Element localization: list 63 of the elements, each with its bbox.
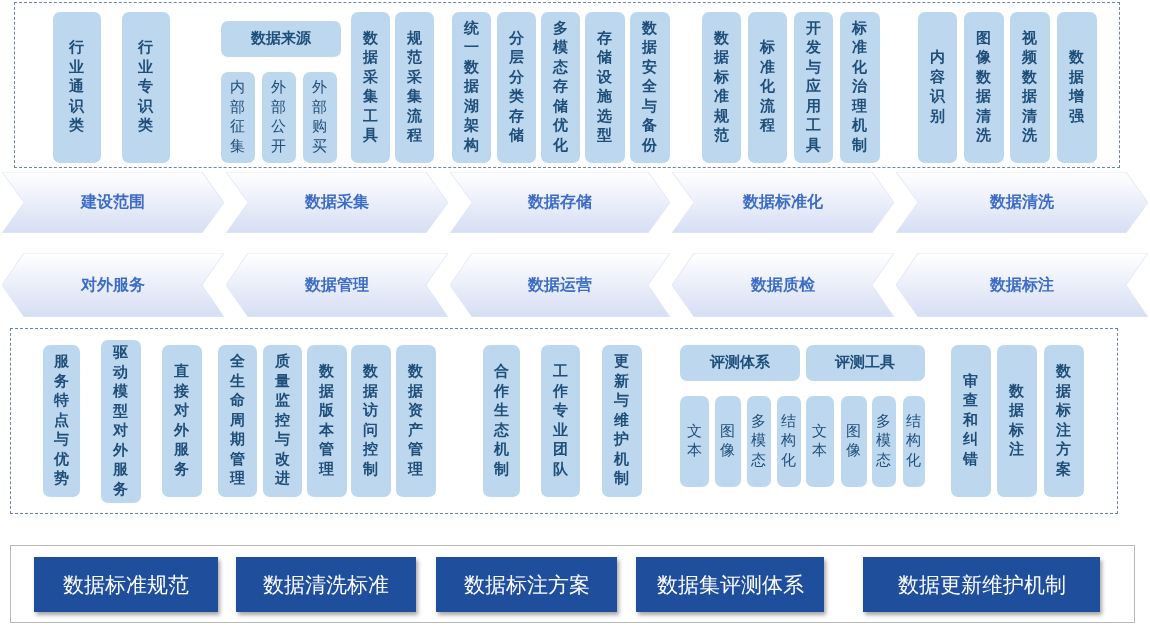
header-pill: 评测工具 <box>805 344 925 381</box>
label-pill: 数据标准规范 <box>701 11 741 163</box>
label-pill: 更新与维护机制 <box>601 344 642 497</box>
label-pill: 内部征集 <box>220 71 255 163</box>
process-step: 建设范围 <box>2 172 224 233</box>
label-pill: 分层分类存储 <box>496 11 536 163</box>
label-pill: 服务特点与优势 <box>42 344 80 497</box>
label-pill: 多模态存储优化 <box>540 11 580 163</box>
label-pill: 内容识别 <box>917 11 957 163</box>
process-step: 数据运营 <box>450 253 670 317</box>
process-step: 数据管理 <box>226 253 448 317</box>
standard-box: 数据标注方案 <box>436 557 617 612</box>
label-pill: 图像 <box>714 395 741 487</box>
dashed-panel <box>10 328 1118 514</box>
frame-box <box>10 545 1135 623</box>
process-step: 数据标准化 <box>672 172 894 233</box>
dashed-panel <box>14 2 1120 168</box>
process-step: 数据采集 <box>226 172 448 233</box>
label-pill: 外部购买 <box>302 71 337 163</box>
label-pill: 工作专业团队 <box>540 344 580 497</box>
label-pill: 文本 <box>805 395 834 487</box>
label-pill: 图像 <box>840 395 867 487</box>
label-pill: 标准化流程 <box>747 11 787 163</box>
label-pill: 审查和纠错 <box>950 344 991 497</box>
label-pill: 规范采集流程 <box>394 11 434 163</box>
label-pill: 视频数据清洗 <box>1009 11 1050 163</box>
label-pill: 数据资产管理 <box>395 344 436 497</box>
label-pill: 存储设施选型 <box>584 11 625 163</box>
label-pill: 行业专识类 <box>121 11 170 163</box>
header-pill: 数据来源 <box>220 20 341 57</box>
label-pill: 外部公开 <box>261 71 296 163</box>
header-pill: 评测体系 <box>679 344 800 381</box>
label-pill: 多模态 <box>871 395 896 487</box>
standard-box: 数据标准规范 <box>34 557 218 612</box>
standard-box: 数据更新维护机制 <box>863 557 1100 612</box>
process-step: 对外服务 <box>2 253 224 317</box>
label-pill: 开发与应用工具 <box>793 11 833 163</box>
process-step: 数据存储 <box>450 172 670 233</box>
label-pill: 文本 <box>679 395 709 487</box>
process-step: 数据标注 <box>896 253 1148 317</box>
label-pill: 数据标注方案 <box>1043 344 1084 497</box>
label-pill: 结构化 <box>776 395 801 487</box>
label-pill: 数据采集工具 <box>350 11 390 163</box>
process-step: 数据清洗 <box>896 172 1148 233</box>
label-pill: 全生命周期管理 <box>217 344 257 497</box>
label-pill: 数据版本管理 <box>306 344 347 497</box>
standard-box: 数据清洗标准 <box>236 557 416 612</box>
label-pill: 统一数据湖架构 <box>451 11 491 163</box>
label-pill: 直接对外服务 <box>161 344 202 497</box>
process-step: 数据质检 <box>672 253 894 317</box>
label-pill: 数据访问控制 <box>350 344 391 497</box>
label-pill: 数据增强 <box>1056 11 1097 163</box>
label-pill: 数据安全与备份 <box>629 11 670 163</box>
label-pill: 驱动模型对外服务 <box>100 339 141 503</box>
label-pill: 标准化治理机制 <box>839 11 880 163</box>
label-pill: 数据标注 <box>996 344 1037 497</box>
label-pill: 结构化 <box>902 395 925 487</box>
label-pill: 质量监控与改进 <box>262 344 302 497</box>
label-pill: 多模态 <box>746 395 771 487</box>
standard-box: 数据集评测体系 <box>636 557 824 612</box>
label-pill: 合作生态机制 <box>482 344 520 497</box>
label-pill: 行业通识类 <box>52 11 101 163</box>
label-pill: 图像数据清洗 <box>963 11 1004 163</box>
